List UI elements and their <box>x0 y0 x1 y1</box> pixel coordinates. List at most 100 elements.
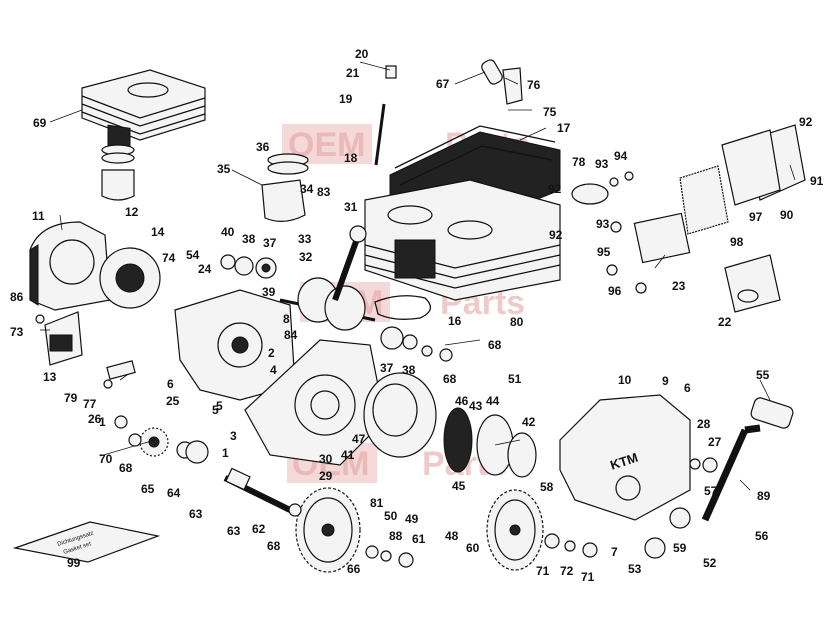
label-95: 95 <box>597 245 611 259</box>
label-18: 18 <box>344 151 358 165</box>
label-27: 27 <box>708 435 722 449</box>
sprocket-65 <box>139 427 169 457</box>
label-58: 58 <box>540 480 554 494</box>
crankshaft <box>279 225 376 331</box>
secondary-gear <box>486 489 544 571</box>
label-86: 86 <box>10 290 24 304</box>
label-34: 34 <box>300 182 314 196</box>
label-75: 75 <box>543 105 557 119</box>
label-69: 69 <box>33 116 47 130</box>
label-51: 51 <box>508 372 522 386</box>
label-63: 63 <box>189 507 203 521</box>
label-20: 20 <box>355 47 369 61</box>
label-92-c: 92 <box>548 182 562 196</box>
label-57: 57 <box>704 484 718 498</box>
label-5-b: 5 <box>212 403 219 417</box>
label-68-c: 68 <box>119 461 133 475</box>
label-44: 44 <box>486 394 500 408</box>
label-38-b: 38 <box>402 363 416 377</box>
label-92: 92 <box>799 115 813 129</box>
label-16: 16 <box>448 314 462 328</box>
label-14: 14 <box>151 225 165 239</box>
label-65: 65 <box>141 482 155 496</box>
label-99: 99 <box>67 556 81 570</box>
label-1-b: 1 <box>222 446 229 460</box>
label-10: 10 <box>618 373 632 387</box>
label-67: 67 <box>436 77 450 91</box>
countershaft-63 <box>223 467 292 513</box>
label-70: 70 <box>99 452 113 466</box>
label-89: 89 <box>757 489 771 503</box>
label-2: 2 <box>268 346 275 360</box>
gasket-kit-box-99: Dichtungssatz Gasket set <box>12 521 161 563</box>
label-66: 66 <box>347 562 361 576</box>
base-gasket-16 <box>374 295 432 320</box>
part-number-labels: 20 21 19 67 76 75 17 69 36 18 35 34 83 3… <box>10 47 824 584</box>
label-64: 64 <box>167 486 181 500</box>
label-68-d: 68 <box>267 539 281 553</box>
label-43: 43 <box>469 399 483 413</box>
label-73: 73 <box>10 325 24 339</box>
label-35: 35 <box>217 162 231 176</box>
label-50: 50 <box>384 509 398 523</box>
label-9: 9 <box>662 374 669 388</box>
label-61: 61 <box>412 532 426 546</box>
label-83: 83 <box>317 185 331 199</box>
label-45: 45 <box>452 479 466 493</box>
label-8: 8 <box>283 312 290 326</box>
label-63-b: 63 <box>227 524 241 538</box>
kickstarter-89 <box>701 397 794 522</box>
label-91: 91 <box>810 174 824 188</box>
ignition-coil-13 <box>44 311 83 366</box>
cylinder-block <box>364 179 561 301</box>
intake-assembly <box>571 124 806 313</box>
label-54: 54 <box>186 248 200 262</box>
label-49: 49 <box>405 512 419 526</box>
cylinder-small-69 <box>81 69 206 201</box>
label-48: 48 <box>445 529 459 543</box>
label-42: 42 <box>522 415 536 429</box>
label-11: 11 <box>32 209 45 223</box>
stator-14 <box>99 247 161 309</box>
label-21: 21 <box>346 66 360 80</box>
label-13: 13 <box>43 370 57 384</box>
label-79: 79 <box>64 391 78 405</box>
label-12: 12 <box>125 205 139 219</box>
label-78: 78 <box>572 155 586 169</box>
label-36: 36 <box>256 140 270 154</box>
label-30: 30 <box>319 452 333 466</box>
label-59: 59 <box>673 541 687 555</box>
label-77: 77 <box>83 397 97 411</box>
spark-plug-group <box>374 59 523 166</box>
label-52: 52 <box>703 556 717 570</box>
label-5: 5 <box>216 399 223 413</box>
label-72: 72 <box>560 564 574 578</box>
label-90: 90 <box>780 208 794 222</box>
label-74: 74 <box>162 251 176 265</box>
label-84: 84 <box>284 328 298 342</box>
label-6-b: 6 <box>684 381 691 395</box>
label-41: 41 <box>341 448 355 462</box>
label-17: 17 <box>557 121 571 135</box>
label-46: 46 <box>455 394 469 408</box>
label-7: 7 <box>611 545 618 559</box>
label-1: 1 <box>99 415 106 429</box>
label-33: 33 <box>298 232 312 246</box>
clutch-cover-10: KTM <box>559 394 691 521</box>
label-26: 26 <box>88 412 102 426</box>
label-32: 32 <box>299 250 313 264</box>
label-37: 37 <box>263 236 277 250</box>
label-37-b: 37 <box>380 361 394 375</box>
label-29: 29 <box>319 469 333 483</box>
label-94: 94 <box>614 149 628 163</box>
label-22: 22 <box>718 315 732 329</box>
ignition-cover-11 <box>29 221 111 311</box>
label-81: 81 <box>370 496 384 510</box>
label-68-b: 68 <box>443 372 457 386</box>
label-19: 19 <box>339 92 353 106</box>
label-38: 38 <box>242 232 256 246</box>
label-97: 97 <box>749 210 763 224</box>
label-55: 55 <box>756 368 770 382</box>
